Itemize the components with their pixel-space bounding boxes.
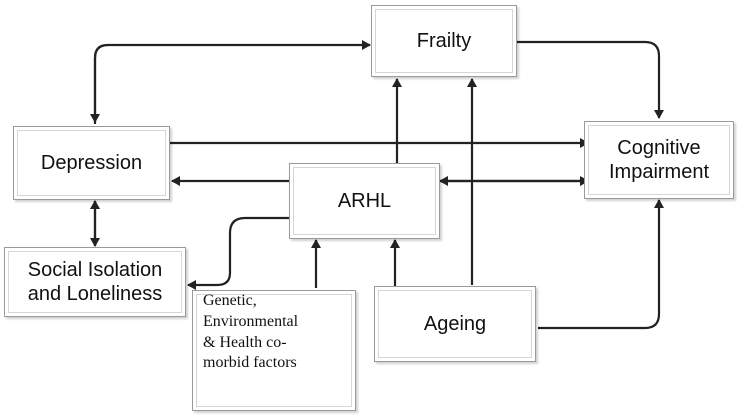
cognitive-impairment-box: Cognitive Impairment [584, 121, 734, 199]
genetic-label-line1: Genetic, [203, 292, 257, 309]
genetic-factors-box: Genetic, Environmental & Health co- morb… [192, 290, 356, 411]
genetic-label-line4: morbid factors [203, 354, 297, 372]
depression-label: Depression [40, 152, 143, 174]
depression-box: Depression [13, 126, 170, 200]
genetic-label-line2: Environmental [203, 312, 299, 330]
frailty-label: Frailty [416, 30, 472, 52]
frailty-box: Frailty [371, 5, 517, 77]
cognitive-label-line1: Cognitive [617, 137, 701, 159]
ageing-label: Ageing [423, 313, 487, 335]
cognitive-label-line2: Impairment [608, 161, 710, 183]
arrow-depression-to-frailty [93, 40, 371, 124]
social-isolation-box: Social Isolation and Loneliness [4, 247, 186, 317]
arrow-frailty-to-depression [90, 43, 109, 123]
arrow-ageing-to-cognitive [538, 199, 664, 330]
arrow-arhl-to-social [187, 216, 289, 290]
social-label-line2: and Loneliness [27, 283, 163, 305]
ageing-box: Ageing [374, 286, 536, 362]
genetic-label-line3: & Health co- [203, 333, 287, 351]
arhl-label: ARHL [337, 190, 392, 212]
arrow-frailty-to-cognitive [517, 40, 664, 119]
social-label-line1: Social Isolation [27, 259, 163, 281]
arhl-box: ARHL [289, 163, 440, 239]
